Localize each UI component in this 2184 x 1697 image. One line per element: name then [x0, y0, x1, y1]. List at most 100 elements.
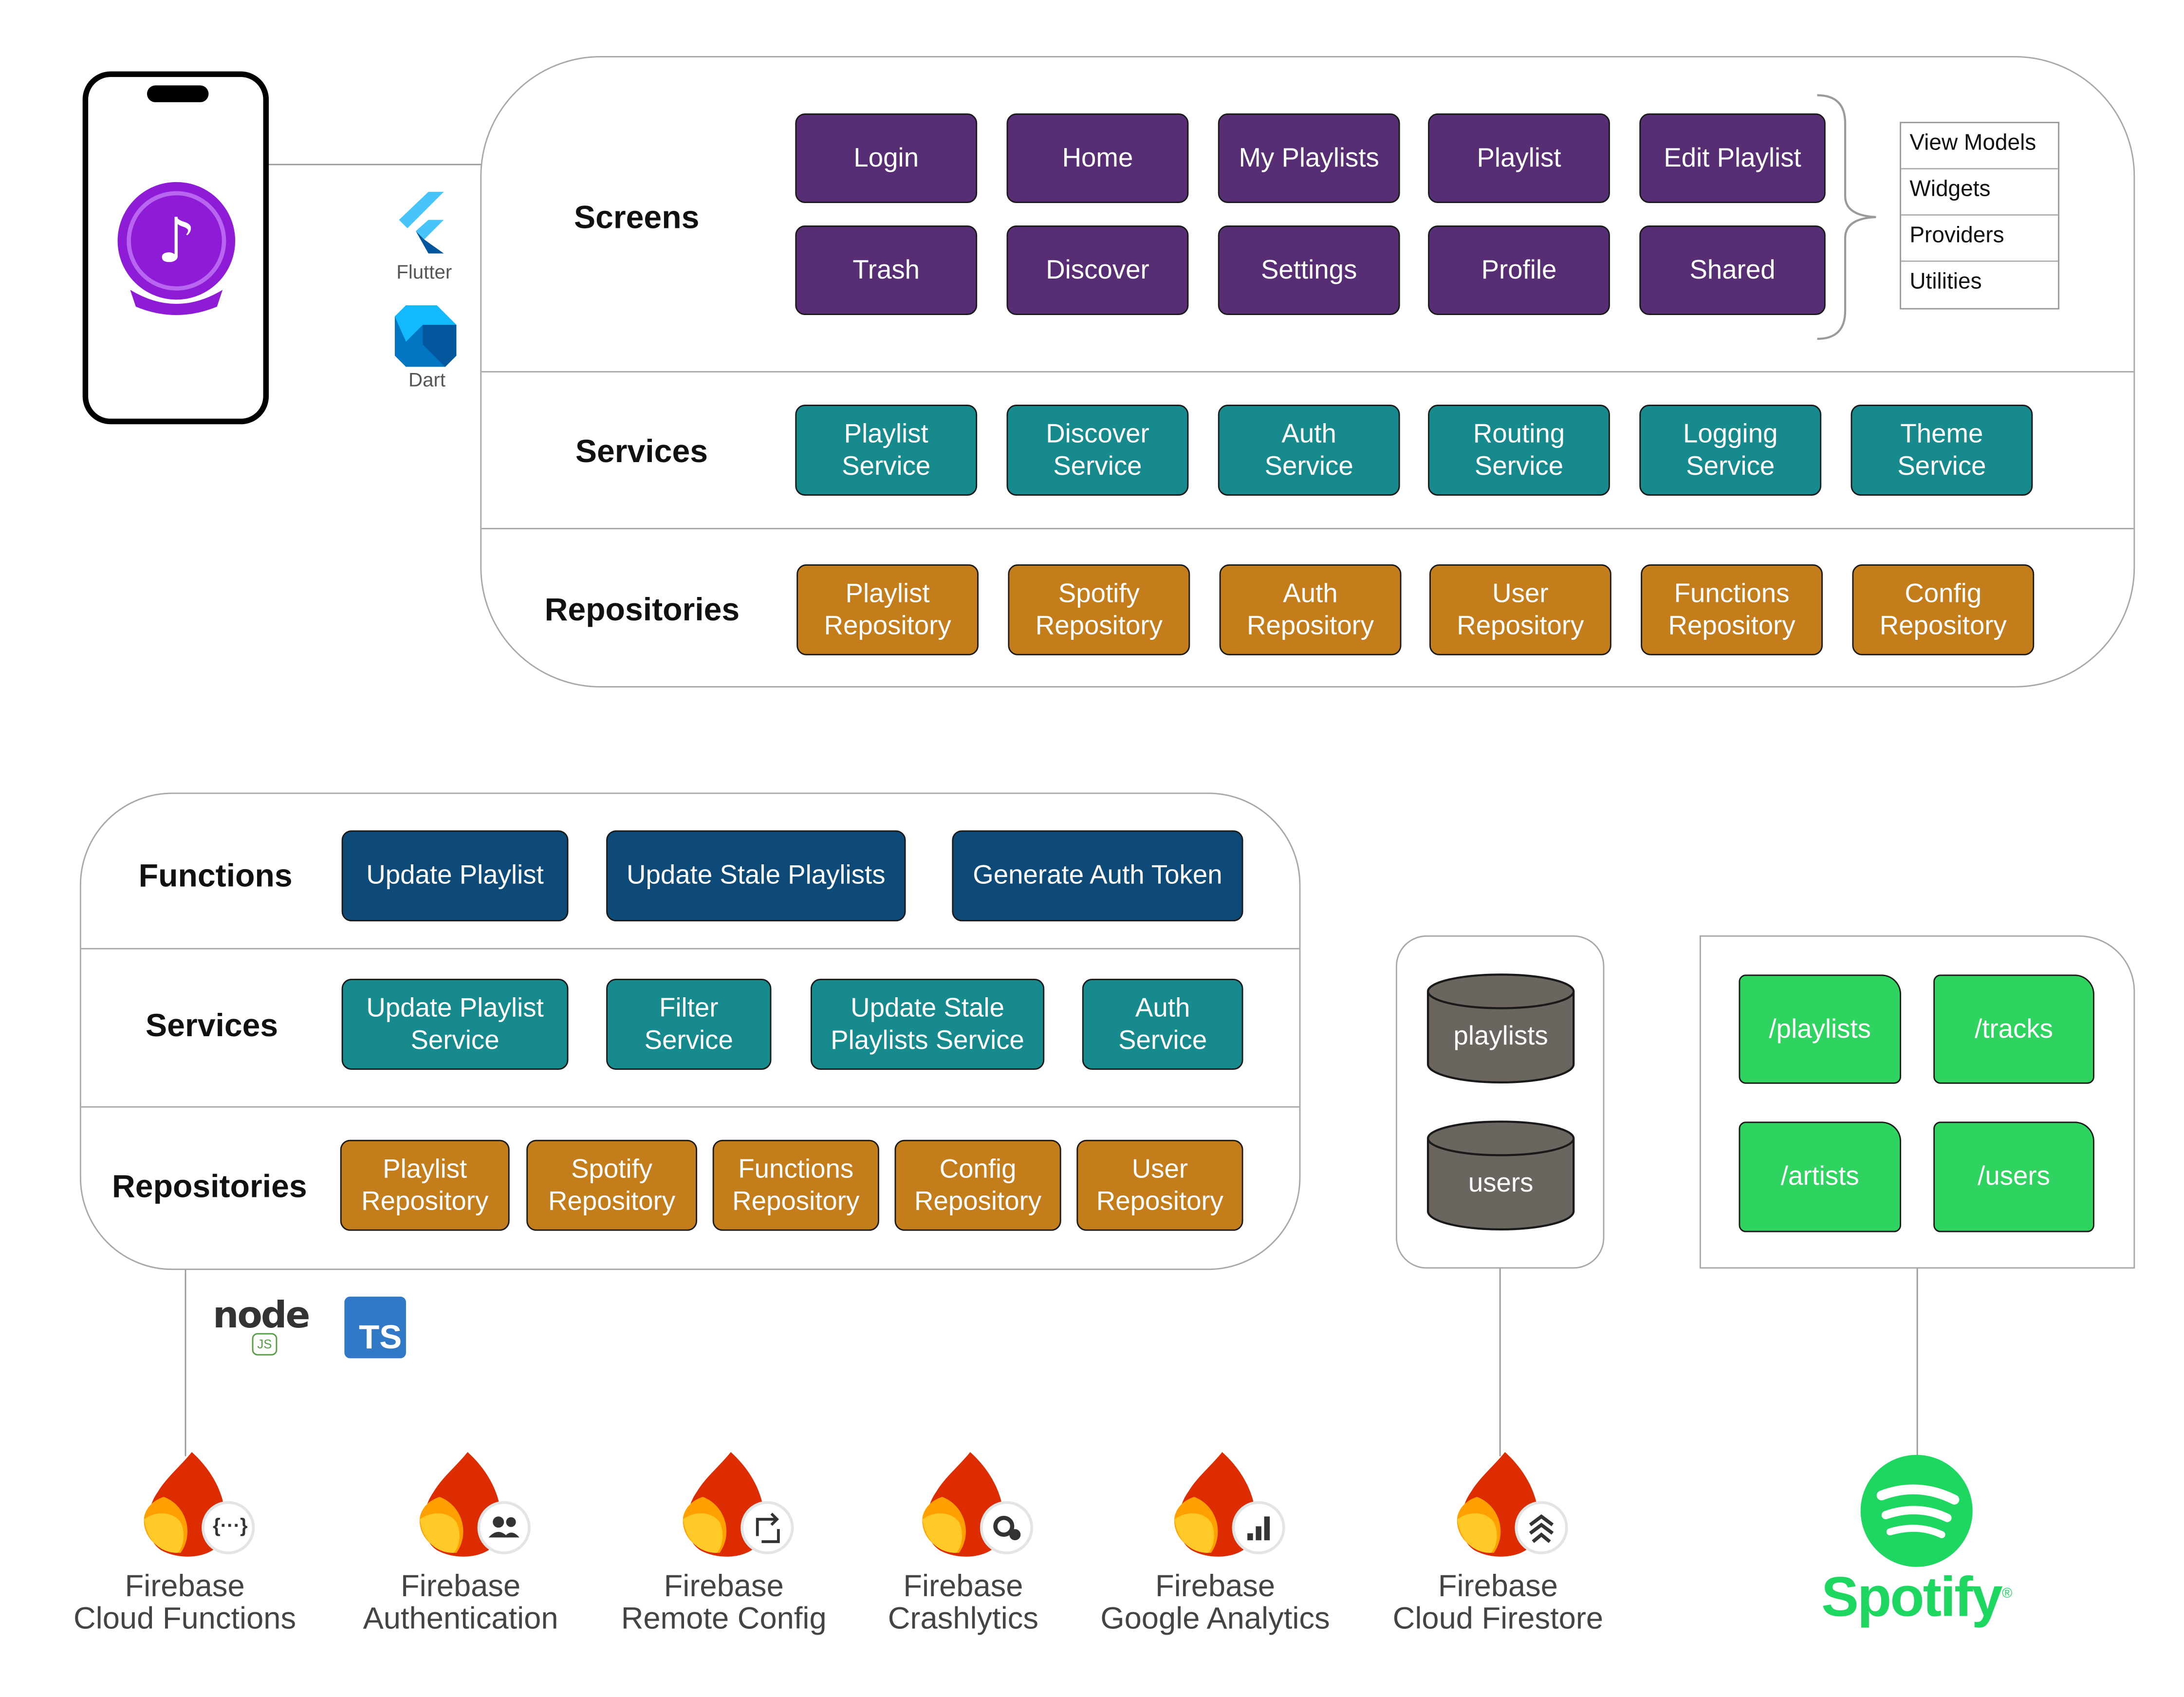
firestore-connector — [1499, 1267, 1501, 1456]
service-discover[interactable]: Discover Service — [1006, 405, 1189, 496]
service-label: Auth Service — [1264, 419, 1353, 481]
screen-label: Home — [1062, 143, 1133, 173]
functions-services-divider — [81, 948, 1299, 950]
service-label: Routing Service — [1473, 419, 1565, 481]
repository-playlist[interactable]: Playlist Repository — [796, 564, 979, 655]
screen-discover[interactable]: Discover — [1006, 225, 1189, 316]
service-label: Update Stale Playlists Service — [831, 993, 1024, 1055]
screen-profile[interactable]: Profile — [1428, 225, 1610, 316]
screen-settings[interactable]: Settings — [1218, 225, 1400, 316]
backend-service-filter[interactable]: Filter Service — [606, 979, 772, 1070]
function-label: Update Playlist — [366, 861, 544, 891]
functions-connector — [185, 1267, 186, 1456]
dart-label: Dart — [408, 368, 446, 391]
screen-parts-list: View Models Widgets Providers Utilities — [1900, 122, 2060, 310]
firebase-remote-config: Firebase Remote Config — [584, 1449, 864, 1645]
endpoint-tracks[interactable]: /tracks — [1933, 974, 2094, 1084]
backend-service-update-stale-playlists[interactable]: Update Stale Playlists Service — [810, 979, 1045, 1070]
services-layer-label: Services — [575, 432, 708, 469]
firebase-authentication: Firebase Authentication — [321, 1449, 601, 1645]
endpoint-label: /artists — [1780, 1162, 1859, 1192]
repository-label: User Repository — [1457, 579, 1584, 641]
service-label: Discover Service — [1046, 419, 1149, 481]
nodejs-logo: node JS — [213, 1295, 319, 1357]
repository-functions[interactable]: Functions Repository — [1641, 564, 1823, 655]
function-update-stale-playlists[interactable]: Update Stale Playlists — [606, 830, 906, 922]
phone-device: ♪ — [82, 71, 269, 425]
phone-notch — [147, 85, 209, 102]
service-logging[interactable]: Logging Service — [1639, 405, 1822, 496]
backend-repositories-layer-label: Repositories — [112, 1168, 307, 1205]
function-update-playlist[interactable]: Update Playlist — [341, 830, 569, 922]
firebase-label-line2: Cloud Firestore — [1392, 1600, 1604, 1636]
repository-label: Playlist Repository — [361, 1154, 489, 1216]
service-label: Filter Service — [644, 993, 733, 1055]
endpoint-users[interactable]: /users — [1933, 1121, 2094, 1232]
playlists-collection-icon — [1426, 973, 1575, 1083]
repository-user[interactable]: User Repository — [1429, 564, 1611, 655]
screen-label: Shared — [1689, 255, 1776, 285]
function-label: Update Stale Playlists — [627, 861, 886, 891]
repository-auth[interactable]: Auth Repository — [1219, 564, 1402, 655]
nodejs-badge: JS — [252, 1333, 278, 1356]
repository-label: Config Repository — [1879, 579, 2007, 641]
repository-config[interactable]: Config Repository — [1852, 564, 2035, 655]
service-label: Update Playlist Service — [366, 993, 544, 1055]
firebase-google-analytics: Firebase Google Analytics — [1075, 1449, 1355, 1645]
screens-services-divider — [481, 371, 2134, 373]
service-playlist[interactable]: Playlist Service — [795, 405, 978, 496]
firebase-flame-icon — [683, 1452, 794, 1557]
backend-service-update-playlist[interactable]: Update Playlist Service — [341, 979, 569, 1070]
backend-services-layer-label: Services — [146, 1007, 278, 1044]
firebase-crashlytics: Firebase Crashlytics — [823, 1449, 1103, 1645]
repository-label: User Repository — [1096, 1154, 1224, 1216]
backend-repository-config[interactable]: Config Repository — [894, 1139, 1061, 1231]
endpoint-label: /playlists — [1769, 1014, 1871, 1044]
backend-repository-spotify[interactable]: Spotify Repository — [526, 1139, 698, 1231]
repository-spotify[interactable]: Spotify Repository — [1008, 564, 1190, 655]
playlists-collection-label: playlists — [1453, 1022, 1548, 1052]
spotify-icon — [1860, 1455, 1973, 1567]
endpoint-artists[interactable]: /artists — [1739, 1121, 1902, 1232]
screen-my-playlists[interactable]: My Playlists — [1218, 113, 1400, 203]
screen-login[interactable]: Login — [795, 113, 978, 203]
backend-service-auth[interactable]: Auth Service — [1082, 979, 1243, 1070]
screen-trash[interactable]: Trash — [795, 225, 978, 316]
screen-label: Settings — [1260, 255, 1357, 285]
endpoint-playlists[interactable]: /playlists — [1739, 974, 1902, 1084]
nodejs-wordmark: node — [213, 1295, 310, 1338]
repository-label: Config Repository — [914, 1154, 1042, 1216]
function-generate-auth-token[interactable]: Generate Auth Token — [952, 830, 1243, 922]
firebase-flame-icon — [420, 1452, 531, 1557]
repositories-layer-label: Repositories — [544, 591, 740, 628]
spotify-registered-mark: ® — [2002, 1586, 2013, 1602]
backend-repository-user[interactable]: User Repository — [1076, 1139, 1243, 1231]
service-routing[interactable]: Routing Service — [1428, 405, 1610, 496]
screen-part-item: Providers — [1901, 216, 2058, 262]
firebase-label-line1: Firebase — [401, 1568, 521, 1604]
firebase-label-line1: Firebase — [1438, 1568, 1558, 1604]
service-label: Auth Service — [1118, 993, 1207, 1055]
screen-edit-playlist[interactable]: Edit Playlist — [1639, 113, 1826, 203]
firebase-label-line1: Firebase — [125, 1568, 245, 1604]
firebase-cloud-functions: {···} Firebase Cloud Functions — [45, 1449, 325, 1645]
screen-shared[interactable]: Shared — [1639, 225, 1826, 316]
firebase-label-line2: Remote Config — [621, 1600, 827, 1636]
users-collection-label: users — [1468, 1169, 1534, 1199]
repository-label: Auth Repository — [1246, 579, 1374, 641]
screen-playlist[interactable]: Playlist — [1428, 113, 1610, 203]
services-repositories-divider — [481, 528, 2134, 529]
service-auth[interactable]: Auth Service — [1218, 405, 1400, 496]
firebase-label-line1: Firebase — [664, 1568, 784, 1604]
backend-repository-functions[interactable]: Functions Repository — [712, 1139, 879, 1231]
service-label: Logging Service — [1683, 419, 1778, 481]
service-label: Theme Service — [1897, 419, 1986, 481]
endpoint-label: /users — [1978, 1162, 2050, 1192]
screen-label: Login — [853, 143, 919, 173]
backend-repository-playlist[interactable]: Playlist Repository — [340, 1139, 510, 1231]
service-theme[interactable]: Theme Service — [1851, 405, 2033, 496]
screen-label: Trash — [852, 255, 920, 285]
screen-home[interactable]: Home — [1006, 113, 1189, 203]
service-label: Playlist Service — [842, 419, 931, 481]
